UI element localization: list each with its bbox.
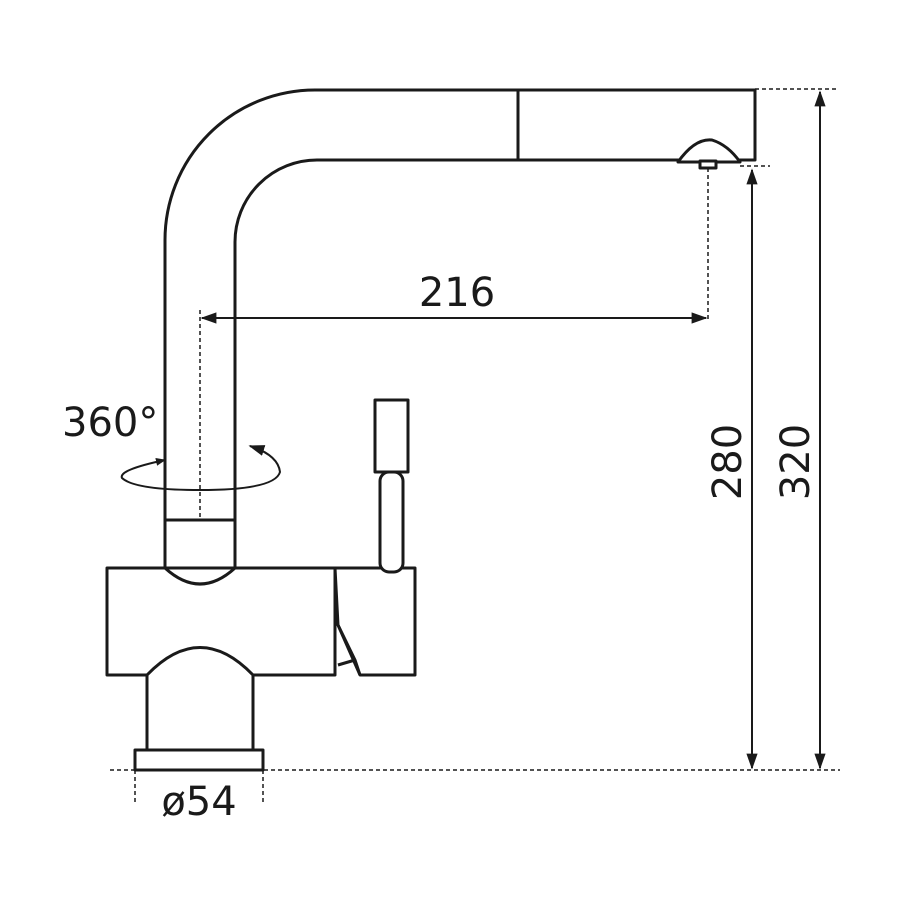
spout-tube	[163, 88, 757, 522]
lever-housing	[333, 566, 417, 677]
label-total-height: 320	[773, 424, 819, 500]
main-housing	[105, 566, 337, 677]
dimension-outlet-height: 280	[705, 165, 770, 770]
label-base-diameter: ø54	[161, 779, 236, 825]
label-spout-reach: 216	[419, 270, 495, 316]
dimension-spout-reach: 216	[199, 168, 709, 520]
housing-top-arc	[163, 566, 237, 586]
faucet-body	[105, 88, 757, 772]
mounting-flange	[133, 748, 265, 772]
aerator-head	[676, 138, 742, 164]
column-collar	[163, 518, 237, 570]
rotation-arc-left	[120, 457, 201, 491]
base-neck	[145, 646, 255, 752]
rotation-indicator: 360°	[62, 400, 282, 491]
lever-handle	[373, 398, 410, 474]
lever-housing-wedge	[336, 624, 362, 676]
label-rotation: 360°	[62, 400, 158, 446]
rotation-arc-right	[199, 445, 282, 491]
lever-stem	[378, 470, 405, 574]
dimension-total-height: 320	[755, 88, 838, 770]
dimension-base-diameter: ø54	[134, 770, 264, 825]
aerator-tip	[698, 159, 718, 170]
label-outlet-height: 280	[705, 424, 751, 500]
